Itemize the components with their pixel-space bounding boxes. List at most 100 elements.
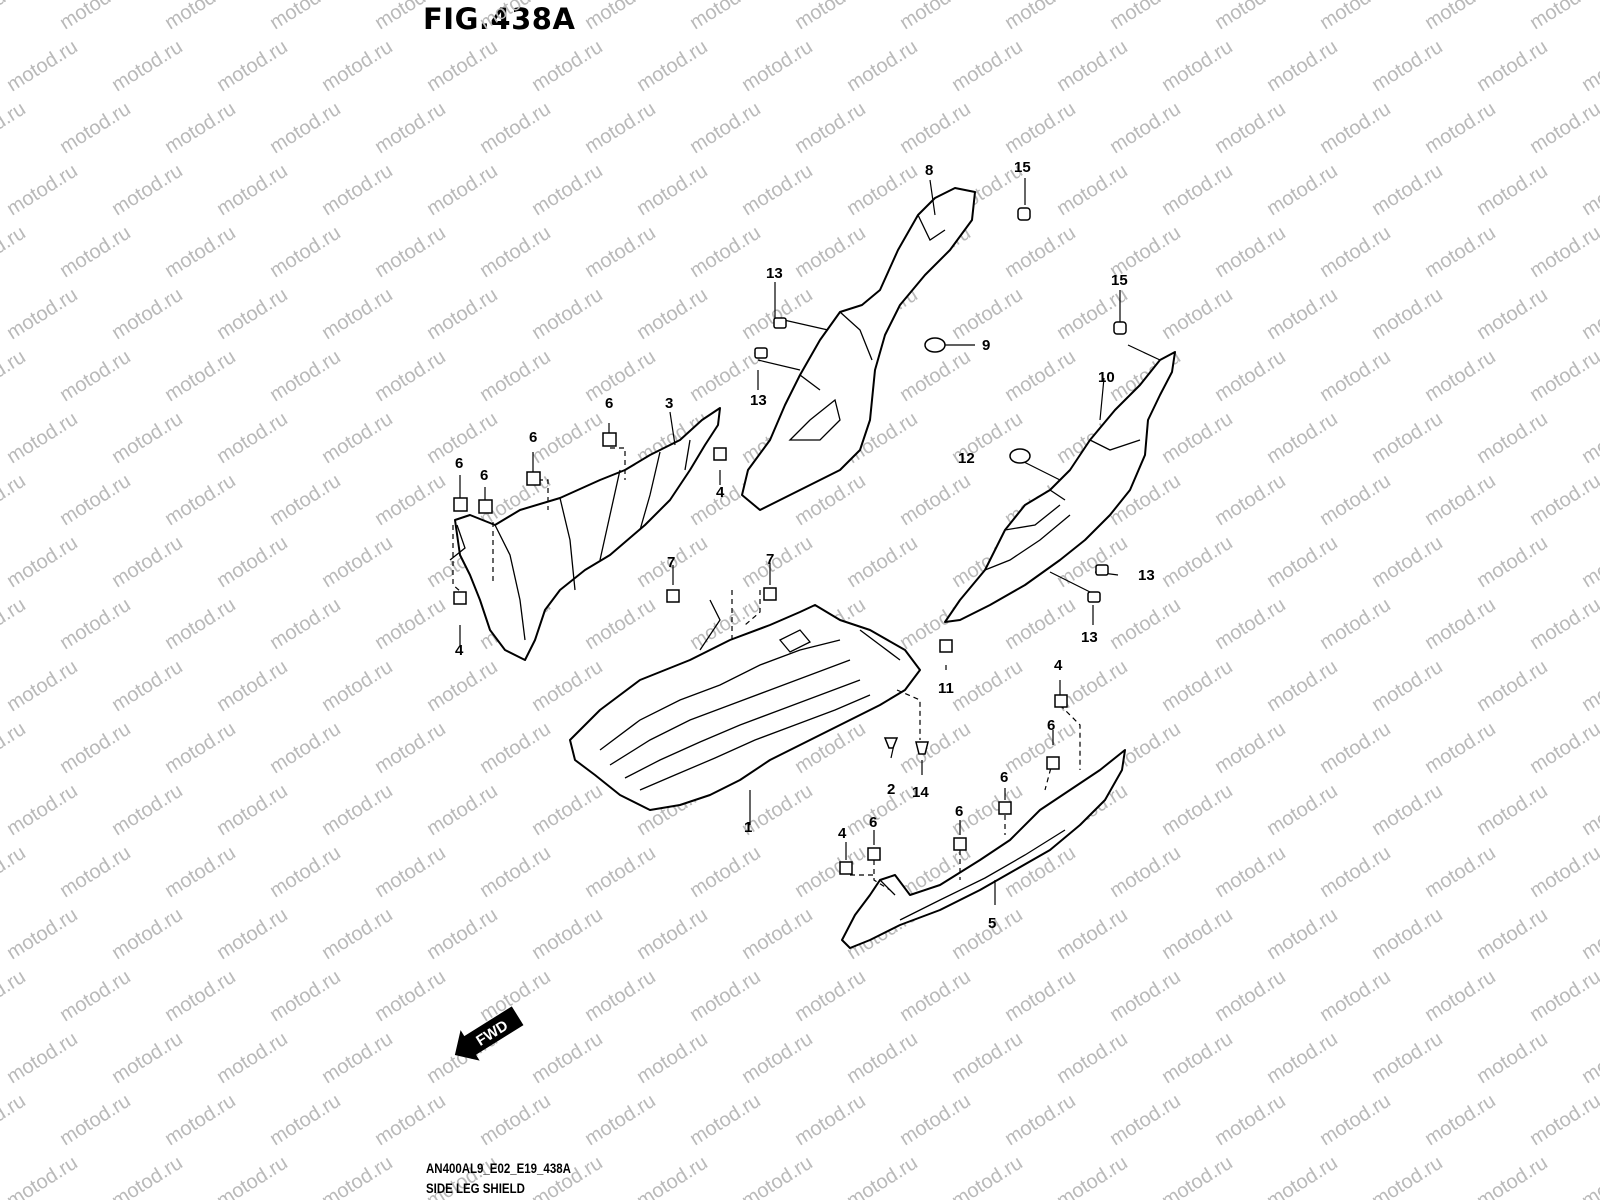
watermark-text: motod.ru bbox=[318, 1152, 397, 1200]
watermark-text: motod.ru bbox=[948, 284, 1027, 344]
watermark-text: motod.ru bbox=[371, 1090, 450, 1150]
watermark-text: motod.ru bbox=[1526, 346, 1600, 406]
clip-15-upper bbox=[1017, 207, 1031, 221]
callout-4-a: 4 bbox=[716, 484, 725, 501]
watermark-text: motod.ru bbox=[581, 1090, 660, 1150]
watermark-text: motod.ru bbox=[3, 656, 82, 716]
screw-2 bbox=[883, 737, 899, 749]
watermark-text: motod.ru bbox=[161, 222, 240, 282]
leader-lines bbox=[452, 178, 1161, 905]
watermark-text: motod.ru bbox=[108, 780, 187, 840]
watermark-text: motod.ru bbox=[3, 1028, 82, 1088]
callout-6-f: 6 bbox=[1000, 769, 1008, 786]
watermark-text: motod.ru bbox=[213, 1152, 292, 1200]
watermark-text: motod.ru bbox=[1421, 98, 1500, 158]
watermark-text: motod.ru bbox=[1368, 408, 1447, 468]
watermark-text: motod.ru bbox=[896, 718, 975, 778]
watermark-text: motod.ru bbox=[56, 98, 135, 158]
watermark-text: motod.ru bbox=[1473, 284, 1552, 344]
watermark-text: motod.ru bbox=[1368, 36, 1447, 96]
callout-11: 11 bbox=[938, 680, 954, 697]
watermark-text: motod.ru bbox=[318, 408, 397, 468]
watermark-text: motod.ru bbox=[1263, 408, 1342, 468]
watermark-text: motod.ru bbox=[0, 842, 30, 902]
callout-6-h: 6 bbox=[869, 814, 877, 831]
callout-1: 1 bbox=[744, 819, 752, 836]
watermark-text: motod.ru bbox=[161, 1090, 240, 1150]
watermark-text: motod.ru bbox=[1316, 966, 1395, 1026]
watermark-text: motod.ru bbox=[1526, 0, 1600, 34]
watermark-text: motod.ru bbox=[738, 36, 817, 96]
watermark-text: motod.ru bbox=[1473, 160, 1552, 220]
watermark-text: motod.ru bbox=[476, 0, 555, 34]
callout-4-c: 4 bbox=[1054, 657, 1063, 674]
watermark-text: motod.ru bbox=[633, 160, 712, 220]
watermark-text: motod.ru bbox=[1001, 0, 1080, 34]
callout-6-e: 6 bbox=[1047, 717, 1055, 734]
watermark-text: motod.ru bbox=[1421, 594, 1500, 654]
watermark-text: motod.ru bbox=[1106, 1090, 1185, 1150]
watermark-text: motod.ru bbox=[3, 532, 82, 592]
watermark-text: motod.ru bbox=[843, 1028, 922, 1088]
watermark-text: motod.ru bbox=[161, 98, 240, 158]
clip-13-a bbox=[773, 317, 787, 329]
fasteners bbox=[453, 207, 1127, 875]
watermark-text: motod.ru bbox=[1158, 284, 1237, 344]
watermark-text: motod.ru bbox=[581, 346, 660, 406]
watermark-text: motod.ru bbox=[371, 594, 450, 654]
watermark-text: motod.ru bbox=[791, 222, 870, 282]
watermark-text: motod.ru bbox=[0, 966, 30, 1026]
watermark-text: motod.ru bbox=[1526, 98, 1600, 158]
watermark-text: motod.ru bbox=[1106, 966, 1185, 1026]
watermark-text: motod.ru bbox=[581, 842, 660, 902]
watermark-text: motod.ru bbox=[56, 718, 135, 778]
callout-6-g: 6 bbox=[955, 803, 963, 820]
watermark-text: motod.ru bbox=[108, 160, 187, 220]
watermark-text: motod.ru bbox=[528, 408, 607, 468]
watermark-text: motod.ru bbox=[843, 160, 922, 220]
watermark-text: motod.ru bbox=[476, 1090, 555, 1150]
watermark-text: motod.ru bbox=[371, 222, 450, 282]
watermark-text: motod.ru bbox=[1158, 408, 1237, 468]
watermark-text: motod.ru bbox=[1578, 36, 1600, 96]
part-3-left-panel bbox=[449, 407, 721, 661]
watermark-text: motod.ru bbox=[738, 904, 817, 964]
watermark-text: motod.ru bbox=[1158, 1028, 1237, 1088]
watermark-text: motod.ru bbox=[1211, 718, 1290, 778]
watermark-text: motod.ru bbox=[791, 842, 870, 902]
callout-14: 14 bbox=[912, 784, 929, 801]
watermark-text: motod.ru bbox=[1473, 532, 1552, 592]
clip-4-a bbox=[713, 447, 727, 461]
watermark-text: motod.ru bbox=[1211, 470, 1290, 530]
watermark-text: motod.ru bbox=[0, 594, 30, 654]
watermark-text: motod.ru bbox=[1263, 1152, 1342, 1200]
watermark-text: motod.ru bbox=[476, 222, 555, 282]
watermark-text: motod.ru bbox=[1578, 532, 1600, 592]
watermark-text: motod.ru bbox=[1053, 904, 1132, 964]
watermark-text: motod.ru bbox=[108, 656, 187, 716]
clip-6-g bbox=[953, 837, 967, 851]
watermark-text: motod.ru bbox=[266, 718, 345, 778]
watermark-text: motod.ru bbox=[1158, 1152, 1237, 1200]
watermark-text: motod.ru bbox=[1421, 718, 1500, 778]
watermark-text: motod.ru bbox=[0, 1090, 30, 1150]
watermark-text: motod.ru bbox=[318, 780, 397, 840]
watermark-text: motod.ru bbox=[686, 0, 765, 34]
watermark-text: motod.ru bbox=[1106, 594, 1185, 654]
watermark-text: motod.ru bbox=[1263, 904, 1342, 964]
watermark-text: motod.ru bbox=[1001, 222, 1080, 282]
watermark-text: motod.ru bbox=[1316, 0, 1395, 34]
watermark-text: motod.ru bbox=[266, 842, 345, 902]
watermark-text: motod.ru bbox=[266, 346, 345, 406]
part-8-upper-cover bbox=[741, 187, 976, 511]
diagram-name: SIDE LEG SHIELD bbox=[426, 1180, 525, 1196]
watermark-text: motod.ru bbox=[371, 470, 450, 530]
watermark-text: motod.ru bbox=[738, 284, 817, 344]
callout-13-b: 13 bbox=[750, 392, 767, 409]
watermark-text: motod.ru bbox=[581, 966, 660, 1026]
watermark-text: motod.ru bbox=[896, 1090, 975, 1150]
watermark-text: motod.ru bbox=[633, 1152, 712, 1200]
watermark-text: motod.ru bbox=[1211, 842, 1290, 902]
watermark-text: motod.ru bbox=[266, 98, 345, 158]
